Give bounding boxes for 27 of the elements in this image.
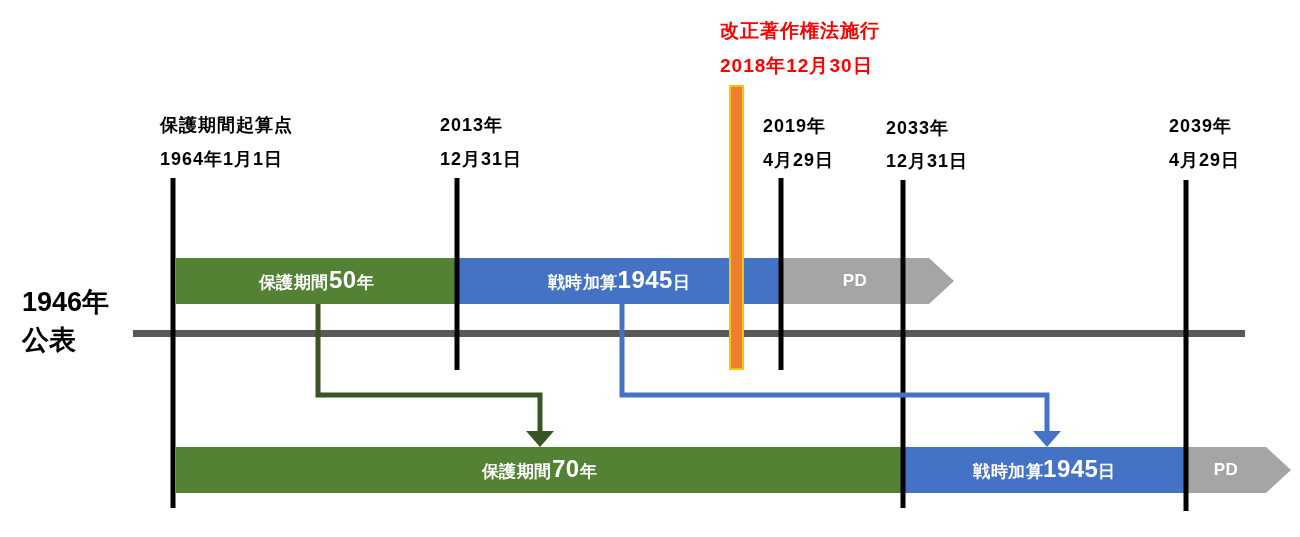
- bar-label: PD: [842, 270, 868, 292]
- date-label: 2039年: [1169, 115, 1233, 137]
- annotation-date: 2018年12月30日: [720, 54, 873, 78]
- bar-label: 保護期間50年: [258, 265, 375, 295]
- period-bar: [457, 258, 781, 304]
- connector-arrow: [315, 304, 554, 447]
- date-label: 2033年: [886, 117, 950, 139]
- date-label: 12月31日: [886, 150, 969, 172]
- bar-label: 保護期間70年: [481, 454, 598, 484]
- date-label: 4月29日: [1169, 149, 1241, 171]
- date-label: 2019年: [763, 115, 827, 137]
- connector-arrow: [619, 304, 1061, 447]
- date-heading: 保護期間起算点: [160, 114, 293, 136]
- publication-label: 1946年公表: [22, 286, 111, 357]
- date-label: 12月31日: [440, 148, 523, 170]
- date-label: 1964年1月1日: [160, 148, 284, 170]
- period-bar: [903, 447, 1186, 493]
- period-bar: [176, 258, 457, 304]
- date-label: 4月29日: [763, 149, 835, 171]
- period-arrow: [1186, 447, 1291, 493]
- bar-label: PD: [1213, 459, 1239, 481]
- period-bar: [176, 447, 903, 493]
- bar-label: 戦時加算1945日: [547, 265, 691, 295]
- period-arrow: [781, 258, 954, 304]
- bar-label: 戦時加算1945日: [973, 454, 1116, 484]
- annotation-text: 改正著作権法施行: [720, 19, 880, 43]
- date-label: 2013年: [440, 114, 504, 136]
